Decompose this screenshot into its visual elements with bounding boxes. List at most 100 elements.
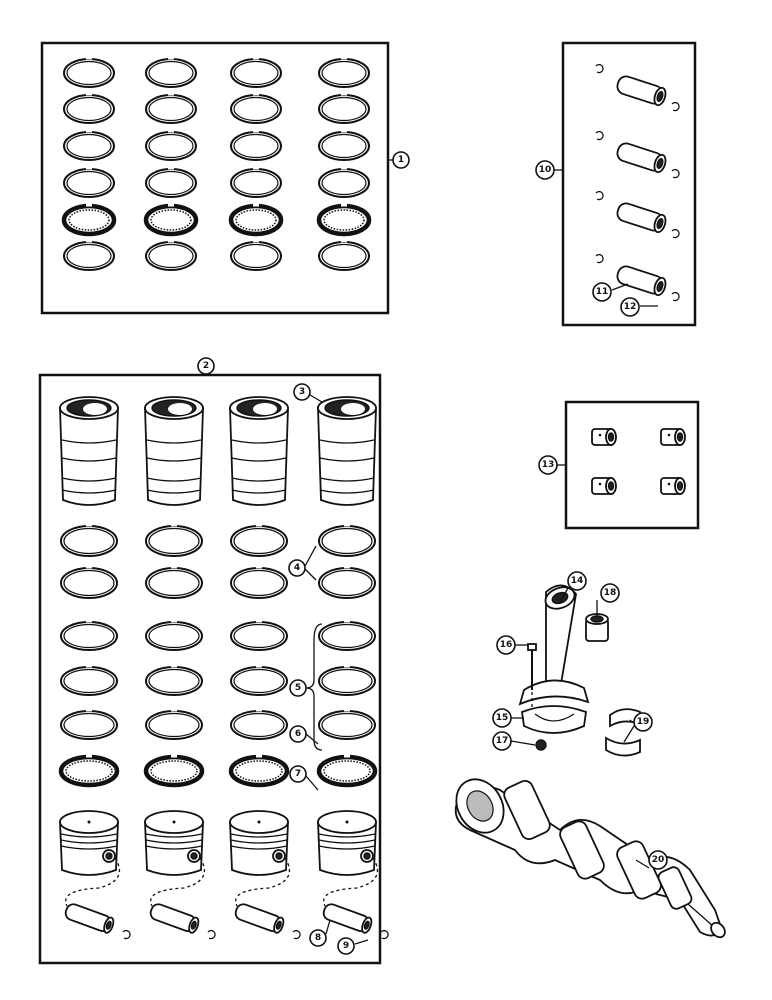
sleeve-o-ring	[145, 565, 203, 599]
rod-bearing-halves	[605, 708, 641, 757]
svg-text:14: 14	[571, 576, 584, 586]
piston-ring	[145, 664, 203, 696]
crank-rear-end	[710, 921, 726, 939]
cylinder-sleeve	[144, 396, 204, 506]
callout-14: 14	[567, 571, 587, 591]
callout-11: 11	[592, 282, 612, 302]
piston-pin-grid	[595, 63, 680, 302]
piston-ring	[318, 166, 370, 198]
piston-ring	[63, 129, 115, 161]
bushing	[660, 477, 686, 495]
callout-12: 12	[620, 297, 640, 317]
piston-ring	[60, 708, 118, 740]
svg-text:15: 15	[496, 713, 509, 723]
piston-ring	[230, 239, 282, 271]
callout-18: 18	[600, 583, 620, 603]
rod-big-end	[518, 679, 590, 706]
piston-ring	[145, 166, 197, 198]
sleeve-o-ring	[230, 565, 288, 599]
piston-ring	[318, 664, 376, 696]
piston-ring	[145, 708, 203, 740]
bushing	[591, 428, 617, 446]
piston-pin	[616, 75, 667, 107]
piston-ring	[228, 203, 284, 237]
svg-text:3: 3	[299, 387, 305, 397]
piston-ring	[230, 129, 282, 161]
snap-ring	[595, 190, 604, 201]
piston-ring	[318, 239, 370, 271]
snap-ring	[122, 929, 131, 940]
snap-ring	[380, 929, 389, 940]
rod-bushing	[585, 613, 609, 642]
svg-text:5: 5	[295, 683, 301, 693]
piston-ring	[145, 619, 203, 651]
svg-text:4: 4	[294, 563, 300, 573]
callouts: 1 2 3 4 5 6 7 8 9 10 11 12 13 14 15 16 1…	[197, 151, 668, 955]
svg-text:19: 19	[637, 717, 650, 727]
piston-ring	[318, 92, 370, 124]
cylinder-sleeve	[59, 396, 119, 506]
piston	[144, 810, 204, 876]
callout-3: 3	[293, 383, 311, 401]
piston-pin-box	[561, 41, 697, 327]
piston-ring	[230, 92, 282, 124]
snap-ring	[671, 291, 680, 302]
callout-4: 4	[288, 559, 306, 577]
piston-pin	[234, 903, 285, 934]
callout-9: 9	[337, 937, 355, 955]
piston	[317, 810, 377, 876]
snap-ring	[595, 63, 604, 74]
piston-ring	[316, 203, 372, 237]
piston-ring	[318, 129, 370, 161]
callout-19: 19	[633, 712, 653, 732]
callout-13: 13	[538, 455, 558, 475]
svg-text:18: 18	[604, 588, 617, 598]
sleeve-o-ring	[60, 523, 118, 557]
sleeve-piston-kit-box	[38, 373, 389, 965]
callout-20: 20	[648, 850, 668, 870]
sleeve-o-ring	[230, 523, 288, 557]
piston-pin	[616, 142, 667, 174]
callout-5: 5	[289, 679, 307, 697]
callout-2: 2	[197, 357, 215, 375]
piston-ring	[143, 203, 199, 237]
snap-ring	[671, 228, 680, 239]
bushing-box	[564, 400, 700, 530]
piston-ring	[230, 664, 288, 696]
rod-nut	[535, 739, 547, 751]
crank-web-4	[657, 866, 693, 910]
piston-ring	[318, 708, 376, 740]
rod-cap	[521, 705, 587, 734]
callout-8: 8	[309, 929, 327, 947]
crank-web-2	[559, 820, 605, 880]
oil-control-ring	[143, 754, 205, 788]
svg-text:1: 1	[398, 155, 404, 165]
callout-6: 6	[289, 725, 307, 743]
snap-ring	[595, 253, 604, 264]
sleeve-o-ring	[318, 523, 376, 557]
sleeve-piston-kit-grid	[58, 396, 389, 940]
piston	[59, 810, 119, 876]
piston-pin	[322, 903, 373, 934]
svg-text:2: 2	[203, 361, 209, 371]
callout-1: 1	[392, 151, 410, 169]
svg-text:6: 6	[295, 729, 301, 739]
oil-control-ring	[58, 754, 120, 788]
bushing-grid	[591, 428, 686, 495]
svg-text:13: 13	[542, 460, 555, 470]
piston-pin	[616, 202, 667, 234]
cylinder-sleeve	[317, 396, 377, 506]
sleeve-o-ring	[145, 523, 203, 557]
piston	[229, 810, 289, 876]
piston-pin	[64, 903, 115, 934]
piston-ring-set-box	[40, 41, 390, 315]
piston-ring	[318, 619, 376, 651]
piston-ring	[60, 664, 118, 696]
svg-text:9: 9	[343, 941, 349, 951]
sleeve-o-ring	[318, 565, 376, 599]
piston-ring	[230, 166, 282, 198]
oil-control-ring	[228, 754, 290, 788]
piston-pin	[149, 903, 200, 934]
snap-ring	[671, 101, 680, 112]
